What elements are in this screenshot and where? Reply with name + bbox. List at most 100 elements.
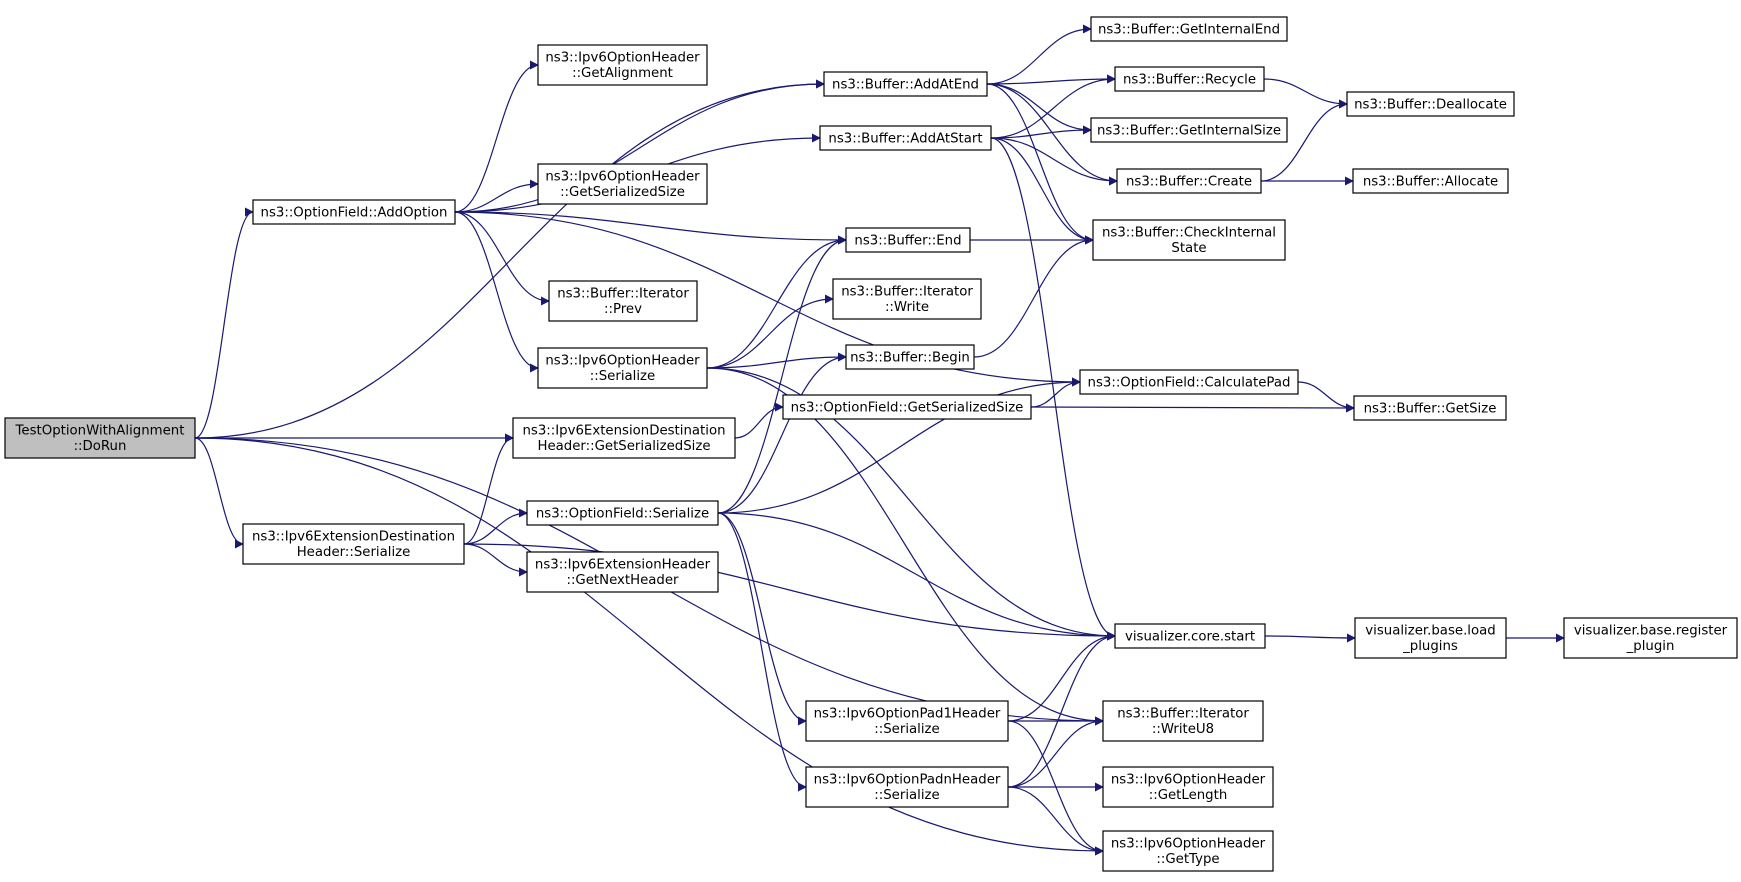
node-gettype-label-0: ns3::Ipv6OptionHeader [1111,837,1266,852]
node-root-label-0: TestOptionWithAlignment [15,424,185,439]
node-bsize-box [1353,395,1507,421]
node-addatend[interactable]: ns3::Buffer::AddAtEnd [823,71,988,97]
node-intend-label-0: ns3::Buffer::GetInternalEnd [1098,22,1280,37]
edge-addoption-to-bend [454,211,847,245]
edge-vstart-to-loadplug [1264,633,1356,643]
edge-padn-to-gettype [1007,786,1104,856]
edge-extdestsize-to-ofsize [734,402,784,439]
node-getalign[interactable]: ns3::Ipv6OptionHeader::GetAlignment [537,44,708,86]
node-ofsize[interactable]: ns3::OptionField::GetSerializedSize [782,394,1032,420]
node-bbegin-label-0: ns3::Buffer::Begin [850,350,970,365]
node-extdestsize[interactable]: ns3::Ipv6ExtensionDestinationHeader::Get… [512,417,736,459]
node-addatstart-box [819,125,992,151]
node-recycle[interactable]: ns3::Buffer::Recycle [1114,66,1265,92]
node-recycle-label-0: ns3::Buffer::Recycle [1123,72,1256,87]
edge-calcpad-to-bsize [1297,381,1355,413]
edge-create-to-dealloc [1260,99,1348,182]
node-bbegin-box [845,344,975,370]
node-writeu8[interactable]: ns3::Buffer::Iterator::WriteU8 [1102,700,1264,742]
node-nexthdr-box [526,551,719,593]
node-extdestser[interactable]: ns3::Ipv6ExtensionDestinationHeader::Ser… [242,523,465,565]
edge-addoption-to-ohsize [454,179,539,213]
node-nexthdr[interactable]: ns3::Ipv6ExtensionHeader::GetNextHeader [526,551,719,593]
node-vstart[interactable]: visualizer.core.start [1114,623,1266,649]
node-pad1-label-0: ns3::Ipv6OptionPad1Header [814,707,1001,722]
node-bend-label-0: ns3::Buffer::End [854,233,961,248]
node-extdestser-label-0: ns3::Ipv6ExtensionDestination [252,530,455,545]
node-writeu8-box [1102,700,1264,742]
node-loadplug[interactable]: visualizer.base.load_plugins [1354,617,1507,659]
node-getalign-box [537,44,708,86]
edge-root-to-addatend [194,79,825,439]
node-padn-label-1: ::Serialize [874,788,939,803]
edge-root-to-addoption [194,207,254,439]
node-bend[interactable]: ns3::Buffer::End [845,227,971,253]
node-dealloc-box [1346,91,1515,117]
node-calcpad[interactable]: ns3::OptionField::CalculatePad [1079,369,1299,395]
node-addatend-label-0: ns3::Buffer::AddAtEnd [832,77,979,92]
node-ofser[interactable]: ns3::OptionField::Serialize [526,500,719,526]
node-nexthdr-label-0: ns3::Ipv6ExtensionHeader [535,558,711,573]
edge-extdestser-to-ofser [463,508,528,545]
node-intsize[interactable]: ns3::Buffer::GetInternalSize [1090,117,1288,143]
node-dealloc-label-0: ns3::Buffer::Deallocate [1354,97,1507,112]
node-dealloc[interactable]: ns3::Buffer::Deallocate [1346,91,1515,117]
node-iterprev-label-0: ns3::Buffer::Iterator [557,287,689,302]
edge-addoption-to-calcpad [454,211,1081,387]
edges-layer [194,24,1565,856]
node-addatstart[interactable]: ns3::Buffer::AddAtStart [819,125,992,151]
node-ohsize[interactable]: ns3::Ipv6OptionHeader::GetSerializedSize [537,163,708,205]
edge-ohser-to-bend [706,235,847,369]
node-root-box [4,417,196,459]
edge-ofser-to-calcpad [717,377,1081,514]
node-bbegin[interactable]: ns3::Buffer::Begin [845,344,975,370]
node-intend[interactable]: ns3::Buffer::GetInternalEnd [1090,16,1288,42]
node-ofser-box [526,500,719,526]
node-ofsize-label-0: ns3::OptionField::GetSerializedSize [791,400,1024,415]
node-addoption[interactable]: ns3::OptionField::AddOption [252,199,456,225]
edge-ofsize-to-bsize [1030,403,1355,413]
node-intsize-label-0: ns3::Buffer::GetInternalSize [1097,123,1281,138]
node-iterwrite-box [832,278,982,320]
node-regplug-label-0: visualizer.base.register [1574,624,1728,639]
edge-ofsize-to-calcpad [1030,377,1081,408]
edge-ofser-to-vstart [717,512,1116,641]
edge-addatstart-to-create [990,137,1118,186]
node-ohser-box [537,347,708,389]
node-pad1[interactable]: ns3::Ipv6OptionPad1Header::Serialize [805,700,1009,742]
node-ohser[interactable]: ns3::Ipv6OptionHeader::Serialize [537,347,708,389]
node-alloc-box [1352,168,1509,194]
node-loadplug-label-1: _plugins [1402,639,1458,654]
node-getlen[interactable]: ns3::Ipv6OptionHeader::GetLength [1102,766,1274,808]
node-extdestser-label-1: Header::Serialize [297,545,411,560]
node-extdestser-box [242,523,465,565]
node-gettype-label-1: ::GetType [1156,852,1219,867]
node-root[interactable]: TestOptionWithAlignment::DoRun [4,417,196,459]
edge-ohser-to-vstart [706,367,1116,641]
node-iterprev-label-1: ::Prev [604,302,642,317]
edge-addatstart-to-intsize [990,125,1092,139]
node-addoption-label-0: ns3::OptionField::AddOption [261,205,448,220]
node-bsize[interactable]: ns3::Buffer::GetSize [1353,395,1507,421]
edge-ofser-to-pad1 [717,512,807,726]
node-ohsize-box [537,163,708,205]
node-regplug[interactable]: visualizer.base.register_plugin [1563,617,1738,659]
node-iterwrite-label-0: ns3::Buffer::Iterator [841,285,973,300]
node-root-label-1: ::DoRun [74,439,127,454]
node-writeu8-label-0: ns3::Buffer::Iterator [1117,707,1249,722]
node-ofsize-box [782,394,1032,420]
node-loadplug-box [1354,617,1507,659]
node-iterwrite[interactable]: ns3::Buffer::Iterator::Write [832,278,982,320]
node-alloc[interactable]: ns3::Buffer::Allocate [1352,168,1509,194]
node-padn[interactable]: ns3::Ipv6OptionPadnHeader::Serialize [805,766,1009,808]
edge-ofser-to-bend [717,235,847,514]
node-create[interactable]: ns3::Buffer::Create [1116,168,1262,194]
node-padn-label-0: ns3::Ipv6OptionPadnHeader [814,773,1001,788]
node-create-box [1116,168,1262,194]
node-iterprev[interactable]: ns3::Buffer::Iterator::Prev [548,280,698,322]
node-ohser-label-0: ns3::Ipv6OptionHeader [545,354,700,369]
node-gettype[interactable]: ns3::Ipv6OptionHeader::GetType [1102,830,1274,872]
node-getlen-label-1: ::GetLength [1149,788,1228,803]
